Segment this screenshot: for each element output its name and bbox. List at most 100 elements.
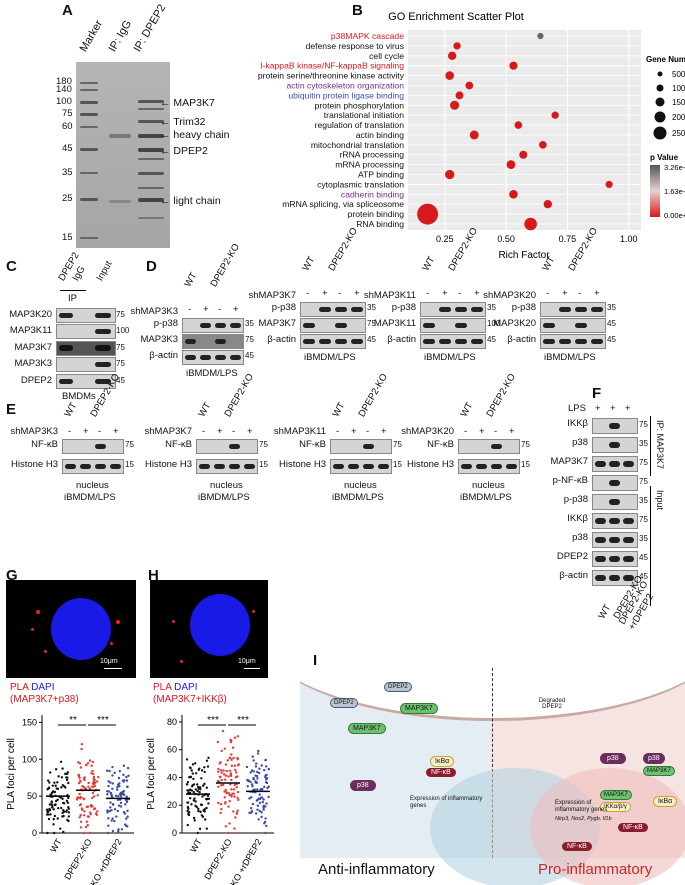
data-dot xyxy=(256,770,259,774)
panel-label-i: I xyxy=(313,652,318,669)
pla-image-g: 10μm xyxy=(6,580,136,678)
data-dot xyxy=(54,799,58,803)
data-dot xyxy=(230,778,233,782)
y-category-label: cytoplasmic translation xyxy=(317,179,404,189)
blot-strip xyxy=(592,456,638,472)
data-dot xyxy=(245,765,249,769)
data-dot xyxy=(109,801,112,804)
data-dot xyxy=(82,814,86,817)
y-category-label: defense response to virus xyxy=(306,41,404,51)
expression-label-left: Expression of inflammatory genes xyxy=(410,796,483,809)
data-dot xyxy=(256,804,260,807)
data-dot xyxy=(196,789,199,793)
data-dot xyxy=(82,777,86,780)
x-tick-label: 0.50 xyxy=(497,234,515,244)
expression-label-right: Expression of inflammatory genes xyxy=(555,800,608,813)
data-dot xyxy=(61,767,64,770)
mw-label: 75 xyxy=(125,440,134,449)
data-dot xyxy=(62,814,65,818)
data-dot xyxy=(56,781,59,784)
sh-sign: - xyxy=(232,426,236,437)
data-dot xyxy=(258,771,261,775)
data-dot xyxy=(262,798,265,801)
row-label: p-p38 xyxy=(391,302,416,313)
sh-sign: - xyxy=(98,426,102,437)
data-dot xyxy=(91,785,95,789)
scatter-point xyxy=(537,32,544,40)
sh-sign: - xyxy=(336,426,340,437)
blot-footer: iBMDM/LPS xyxy=(424,352,476,363)
panel-label-d: D xyxy=(146,258,157,275)
col-label: DPEP2-KO xyxy=(208,241,243,289)
sh-sign: - xyxy=(306,288,310,299)
sh-label: shMAP3K7 xyxy=(248,290,296,301)
data-dot xyxy=(107,780,110,783)
data-dot xyxy=(91,791,95,795)
data-dot xyxy=(227,792,231,795)
data-dot xyxy=(121,779,125,782)
col-label: WT xyxy=(196,400,214,419)
data-dot xyxy=(65,772,69,776)
sh-sign: - xyxy=(218,304,222,315)
row-label: β-actin xyxy=(387,334,416,345)
data-dot xyxy=(125,779,129,782)
data-dot xyxy=(204,818,207,821)
blot-strip xyxy=(196,439,258,454)
data-dot xyxy=(216,740,219,744)
color-legend-label: 0.00e+00 xyxy=(664,211,685,220)
data-dot xyxy=(117,804,121,807)
panel-label-a: A xyxy=(62,2,73,19)
data-dot xyxy=(231,792,234,795)
data-dot xyxy=(79,766,83,769)
data-dot xyxy=(111,774,114,777)
data-dot xyxy=(79,795,82,799)
blot-strip xyxy=(62,439,124,454)
data-dot xyxy=(125,817,128,820)
data-dot xyxy=(61,797,64,800)
size-legend-label: 1000 xyxy=(672,84,685,93)
scatter-point xyxy=(509,190,518,199)
data-dot xyxy=(233,783,237,787)
blot-strip xyxy=(300,302,366,317)
map3k7-node: MAP3K7 xyxy=(400,703,438,714)
data-dot xyxy=(67,781,70,785)
data-dot xyxy=(252,759,255,762)
data-dot xyxy=(47,813,50,816)
sh-sign: - xyxy=(458,288,462,299)
data-dot xyxy=(126,766,130,770)
row-label: MAP3K7 xyxy=(14,342,53,353)
y-category-label: mRNA splicing, via spliceosome xyxy=(282,199,404,209)
data-dot xyxy=(234,768,237,772)
data-dot xyxy=(90,772,93,775)
sh-sign: - xyxy=(338,288,342,299)
row-label: p38 xyxy=(572,532,588,543)
mw-label: 180 xyxy=(56,76,72,87)
data-dot xyxy=(64,772,67,776)
data-dot xyxy=(50,800,53,803)
silver-stain-gel xyxy=(76,62,170,248)
data-dot xyxy=(93,784,97,788)
data-dot xyxy=(257,818,260,821)
sh-label: shMAP3K3 xyxy=(130,306,178,317)
row-label: Histone H3 xyxy=(279,459,326,470)
data-dot xyxy=(234,816,237,819)
data-dot xyxy=(87,785,90,788)
col-label: WT xyxy=(458,400,476,419)
sh-sign: + xyxy=(217,426,223,437)
data-dot xyxy=(232,788,236,791)
data-dot xyxy=(88,831,92,835)
sh-label: shMAP3K20 xyxy=(401,426,454,437)
mw-label: 140 xyxy=(56,84,72,95)
data-dot xyxy=(67,807,70,811)
data-dot xyxy=(199,810,202,814)
ikba-node: IκBα xyxy=(653,796,678,807)
data-dot xyxy=(216,770,220,773)
input-side-label: Input xyxy=(655,490,665,511)
data-dot xyxy=(110,819,113,822)
data-dot xyxy=(187,807,190,810)
sh-sign: + xyxy=(381,426,387,437)
y-category-label: p38MAPK cascade xyxy=(331,31,404,41)
pla-image-h: 10μm xyxy=(150,580,268,678)
data-dot xyxy=(85,763,88,767)
